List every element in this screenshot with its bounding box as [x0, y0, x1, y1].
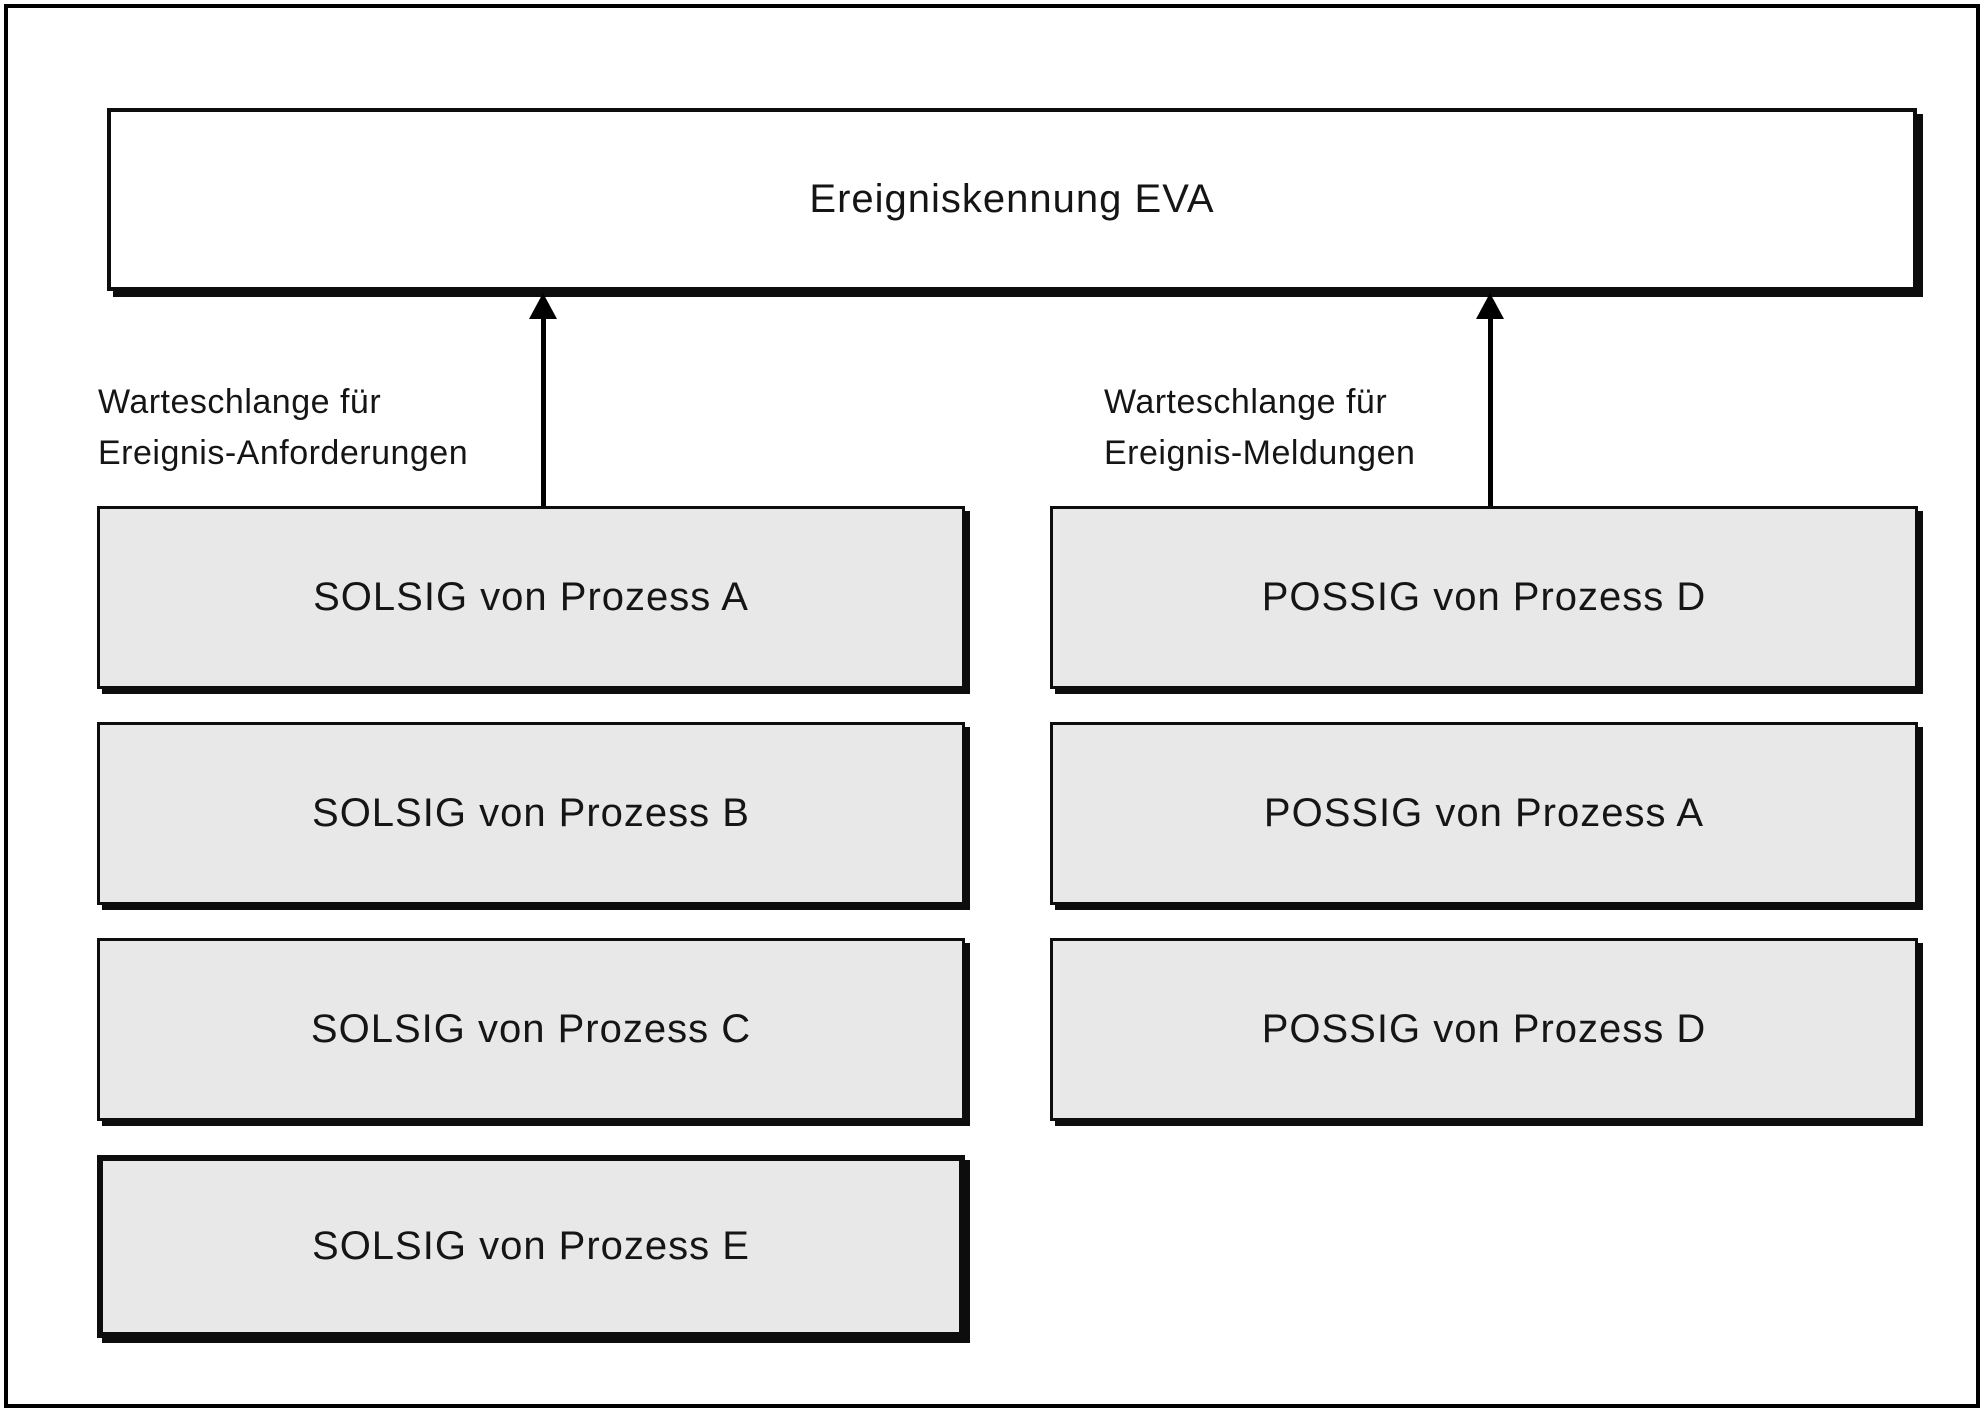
queue-item-label: SOLSIG von Prozess B: [312, 791, 750, 835]
box-possig-prozess-d-1: POSSIG von Prozess D: [1050, 506, 1918, 689]
right-queue-label-line2: Ereignis-Meldungen: [1104, 434, 1416, 472]
box-solsig-prozess-a: SOLSIG von Prozess A: [97, 506, 965, 689]
queue-item-label: SOLSIG von Prozess E: [312, 1224, 750, 1268]
outer-frame: [4, 4, 1980, 1408]
box-possig-prozess-a: POSSIG von Prozess A: [1050, 722, 1918, 905]
event-identification-box: Ereigniskennung EVA: [107, 108, 1917, 291]
right-queue-label-line1: Warteschlange für: [1104, 383, 1388, 421]
queue-item-label: POSSIG von Prozess A: [1263, 791, 1705, 835]
event-identification-label: Ereigniskennung EVA: [809, 177, 1215, 221]
queue-item-label: SOLSIG von Prozess A: [313, 575, 749, 619]
box-solsig-prozess-e: SOLSIG von Prozess E: [97, 1155, 965, 1338]
left-queue-label-line1: Warteschlange für: [98, 383, 382, 421]
queue-item-label: POSSIG von Prozess D: [1261, 575, 1707, 619]
left-queue-label-line2: Ereignis-Anforderungen: [98, 434, 469, 472]
arrow-up-icon: [529, 293, 557, 319]
left-queue-arrow-line: [541, 302, 546, 506]
right-queue-label: Warteschlange für Ereignis-Meldungen: [1104, 377, 1415, 479]
box-solsig-prozess-c: SOLSIG von Prozess C: [97, 938, 965, 1121]
right-queue-arrow-line: [1488, 302, 1493, 506]
queue-item-label: SOLSIG von Prozess C: [310, 1007, 752, 1051]
box-solsig-prozess-b: SOLSIG von Prozess B: [97, 722, 965, 905]
left-queue-label: Warteschlange für Ereignis-Anforderungen: [98, 377, 468, 479]
queue-item-label: POSSIG von Prozess D: [1261, 1007, 1707, 1051]
box-possig-prozess-d-2: POSSIG von Prozess D: [1050, 938, 1918, 1121]
arrow-up-icon: [1476, 293, 1504, 319]
